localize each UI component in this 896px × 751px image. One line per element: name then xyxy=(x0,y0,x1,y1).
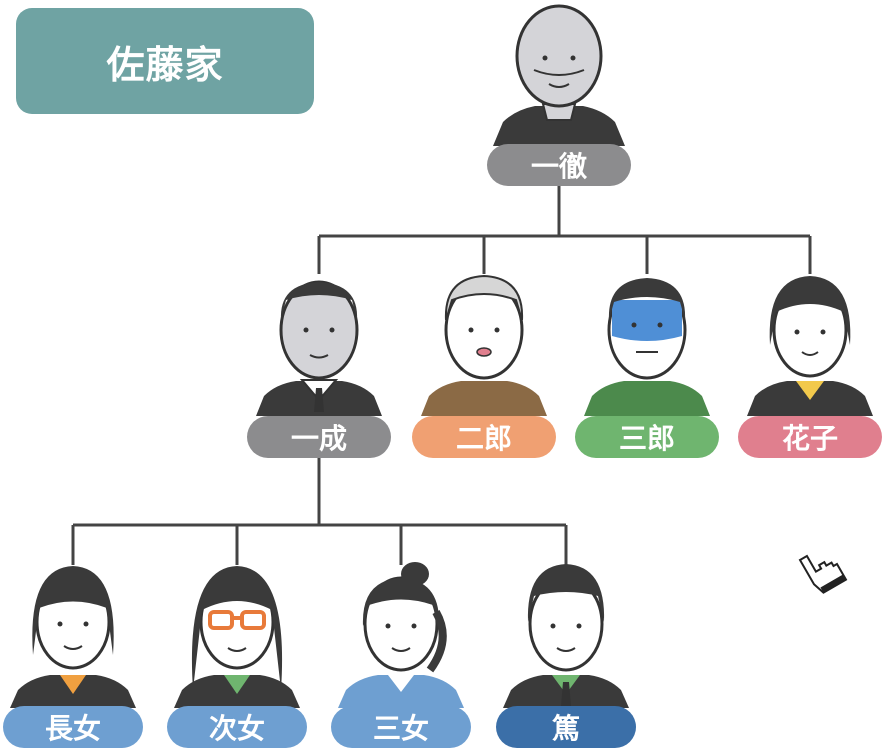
name-pill-gc4[interactable]: 篤 xyxy=(496,706,636,748)
gc3-avatar-icon xyxy=(338,562,464,708)
son3-avatar-icon xyxy=(584,278,710,416)
son2-avatar-icon xyxy=(421,274,547,416)
name-pill-gc1[interactable]: 長女 xyxy=(3,706,143,748)
name-label: 篤 xyxy=(551,712,580,745)
name-label: 次女 xyxy=(208,712,265,745)
name-pill-son2[interactable]: 二郎 xyxy=(412,416,556,458)
grandfather-avatar-icon xyxy=(493,4,625,146)
name-label: 一徹 xyxy=(530,150,587,183)
name-pill-gc2[interactable]: 次女 xyxy=(167,706,307,748)
name-pill-daughter[interactable]: 花子 xyxy=(738,416,882,458)
name-label: 二郎 xyxy=(455,422,512,455)
family-title-box: 佐藤家 xyxy=(16,8,314,114)
gc4-avatar-icon xyxy=(503,564,629,708)
pointing-hand-cursor-icon xyxy=(798,554,848,594)
name-label: 一成 xyxy=(290,422,347,455)
connector-lines xyxy=(71,186,812,565)
name-label: 三女 xyxy=(372,712,429,745)
family-title: 佐藤家 xyxy=(106,42,224,87)
daughter-avatar-icon xyxy=(747,276,873,416)
name-pill-gc3[interactable]: 三女 xyxy=(331,706,471,748)
gc1-avatar-icon xyxy=(10,566,136,708)
son1-avatar-icon xyxy=(256,280,382,416)
gc2-avatar-icon xyxy=(174,566,300,708)
name-label: 花子 xyxy=(781,422,838,455)
name-label: 三郎 xyxy=(618,422,675,455)
name-pill-son1[interactable]: 一成 xyxy=(247,416,391,458)
name-pill-son3[interactable]: 三郎 xyxy=(575,416,719,458)
name-pill-grandfather[interactable]: 一徹 xyxy=(487,144,631,186)
name-label: 長女 xyxy=(44,712,101,745)
